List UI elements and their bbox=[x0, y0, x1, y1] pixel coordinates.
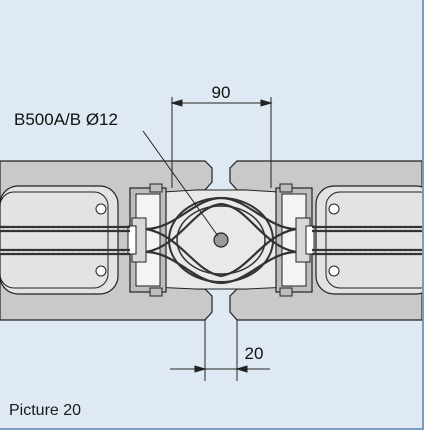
right-loop-recess bbox=[315, 185, 422, 295]
rope-loop-outer bbox=[168, 197, 274, 283]
left-loop-recess bbox=[0, 185, 119, 295]
wire-ropes bbox=[0, 196, 422, 285]
picture-caption: Picture 20 bbox=[9, 402, 82, 419]
anchor-hole bbox=[95, 265, 107, 277]
rebar-label: B500A/B Ø12 bbox=[14, 110, 118, 129]
anchor-hole bbox=[95, 203, 107, 215]
dimension-bottom-label: 20 bbox=[245, 344, 264, 363]
right-rail-box bbox=[275, 183, 315, 297]
anchor-hole bbox=[328, 265, 340, 277]
rope-loop-inner bbox=[176, 205, 266, 275]
rebar-leader bbox=[142, 130, 219, 237]
dimension-top bbox=[170, 97, 273, 188]
anchor-hole bbox=[328, 203, 340, 215]
left-rail-box bbox=[127, 183, 167, 297]
dimension-top-label: 90 bbox=[212, 83, 231, 102]
dimension-bottom bbox=[170, 320, 270, 381]
rebar-section bbox=[213, 232, 229, 248]
